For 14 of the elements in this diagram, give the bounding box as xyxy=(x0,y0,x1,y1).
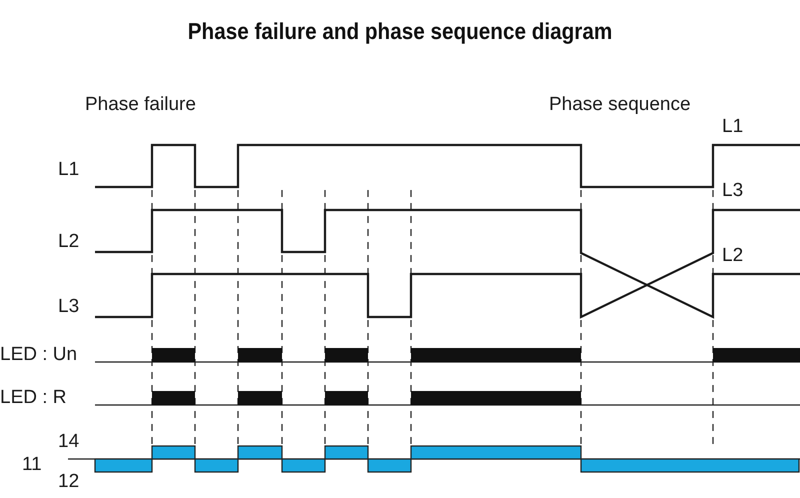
phase-label: L1 xyxy=(58,160,80,179)
diagram-title: Phase failure and phase sequence diagram xyxy=(186,18,614,45)
phase-label: L2 xyxy=(722,246,744,265)
section-heading: Phase sequence xyxy=(549,95,691,114)
contact-label: 12 xyxy=(58,472,80,491)
phase-label: L3 xyxy=(722,181,744,200)
contact-label: 11 xyxy=(22,455,42,474)
phase-label: L3 xyxy=(58,297,80,316)
contact-label: 14 xyxy=(58,432,80,451)
section-heading: Phase failure xyxy=(85,95,196,114)
signal-label: LED : R xyxy=(0,388,67,407)
phase-label: L2 xyxy=(58,232,80,251)
phase-label: L1 xyxy=(722,117,744,136)
signal-label: LED : Un xyxy=(0,345,78,364)
